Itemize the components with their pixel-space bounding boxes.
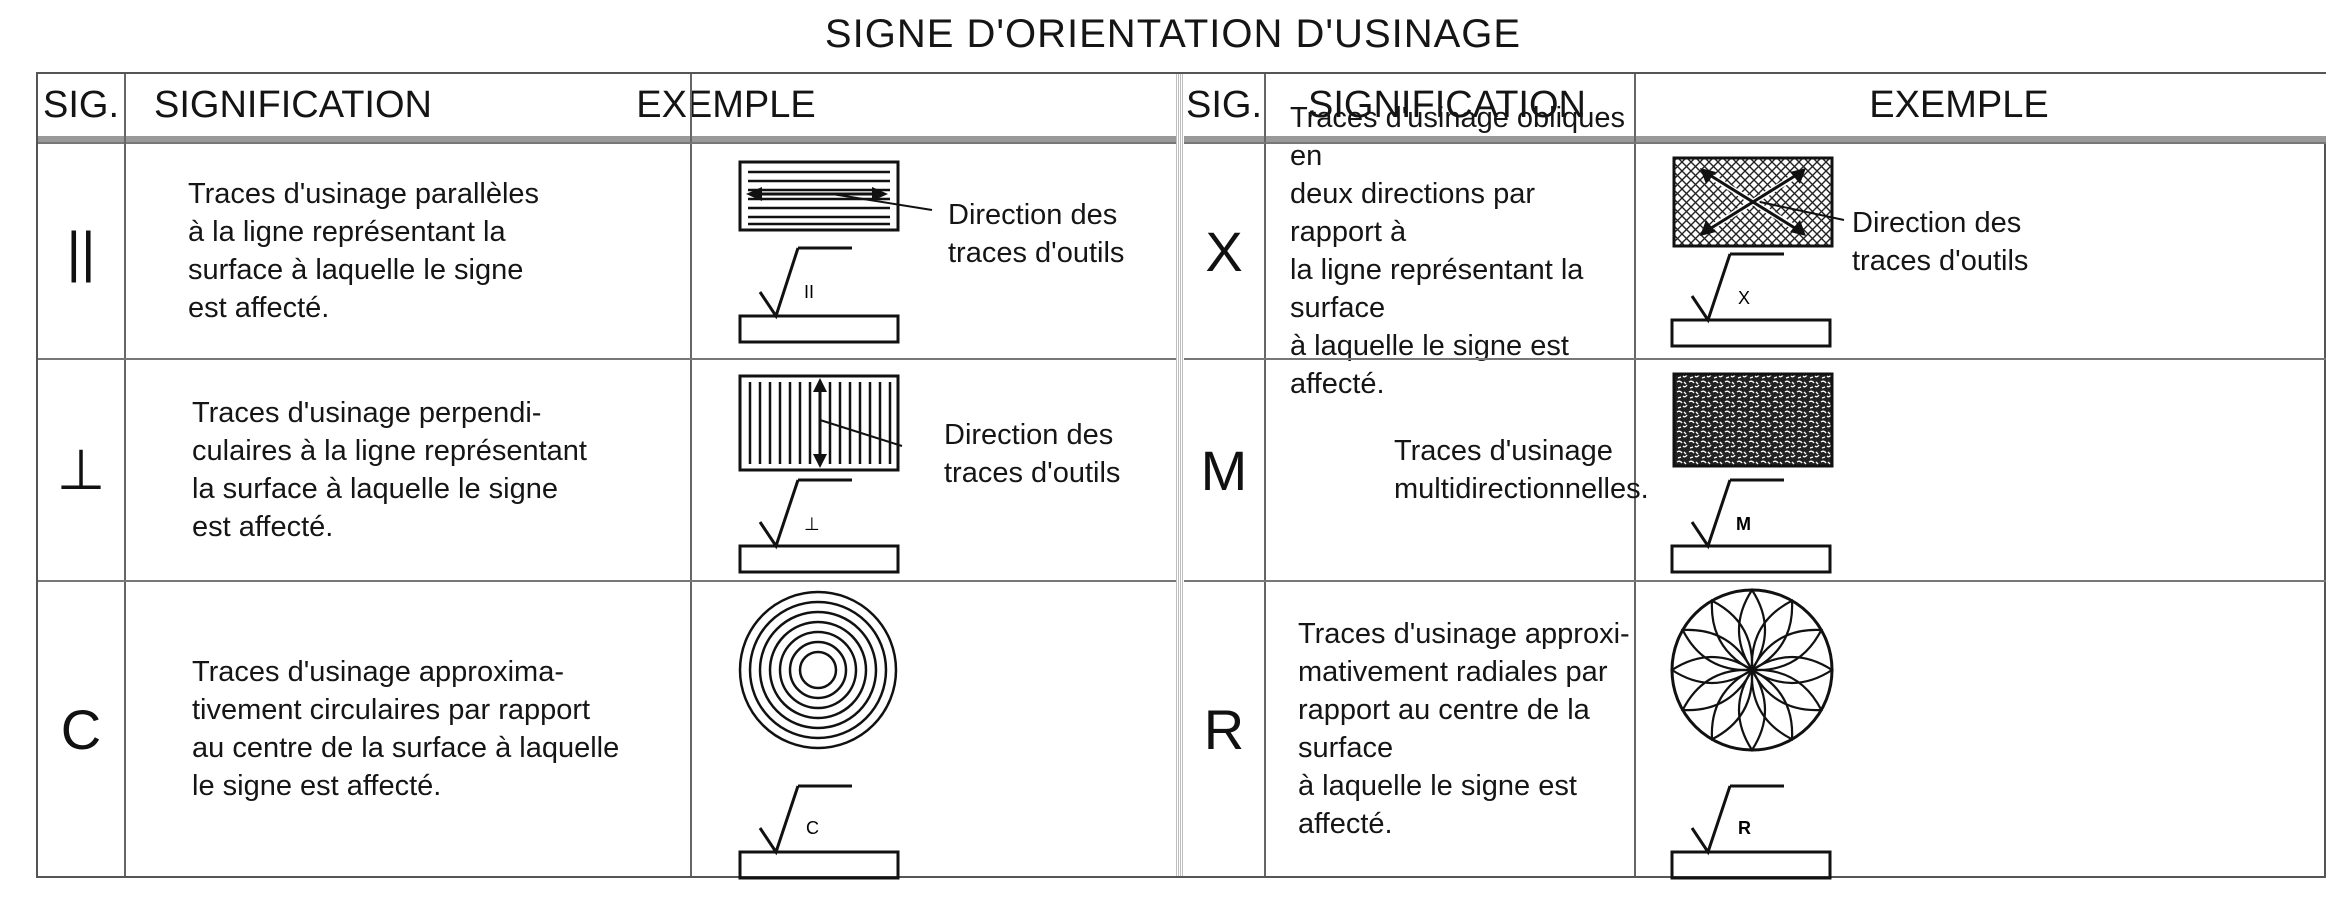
symbol-letter: ⊥ [804, 514, 820, 534]
rosette-petal [1751, 668, 1824, 712]
perpendicular-lines-icon: ⊥ [738, 374, 903, 574]
example-cell: C [692, 582, 1176, 880]
table-row: || Traces d'usinage parallèles à la lign… [38, 142, 1176, 358]
example-cell: X Direction des traces d'outils [1636, 144, 2326, 358]
direction-label: Direction des traces d'outils [948, 199, 1125, 269]
rosette-petal [1669, 655, 1753, 685]
rosette-petal [1750, 598, 1794, 671]
header-exemple: EXEMPLE [636, 84, 816, 126]
table-row: C Traces d'usinage approxima- tivement c… [38, 580, 1176, 880]
symbol-letter: C [806, 818, 819, 838]
sig-symbol: ⊥ [56, 438, 106, 501]
center-divider [1176, 74, 1184, 876]
signification-text: Traces d'usinage parallèles à la ligne r… [188, 178, 540, 324]
example-cell: M [1636, 360, 2326, 580]
crosshatch-icon: X [1670, 156, 1845, 348]
rosette-petal [1751, 628, 1824, 672]
rosette-petal [1737, 669, 1767, 753]
symbol-letter: R [1738, 818, 1751, 838]
signification-text: Traces d'usinage approxi- mativement rad… [1298, 618, 1630, 840]
rosette-petal [1737, 587, 1767, 671]
symbol-letter: X [1738, 288, 1750, 308]
rosette-petal [1680, 628, 1753, 672]
rosette-petal [1710, 598, 1754, 671]
sig-symbol: X [1205, 219, 1243, 283]
signification-text: Traces d'usinage multidirectionnelles. [1394, 435, 1649, 505]
parallel-lines-icon: II [738, 160, 933, 344]
table-left-half: SIG. SIGNIFICATION EXEMPLE || Traces d'u… [38, 74, 1176, 880]
table-row: R Traces d'usinage approxi- mativement r… [1184, 580, 2326, 880]
radial-rosette-icon: R [1669, 587, 1835, 880]
rosette-petal [1750, 669, 1794, 742]
sig-symbol: C [60, 697, 102, 761]
signification-text: Traces d'usinage perpendi- culaires à la… [192, 397, 587, 543]
header-sig: SIG. [1185, 84, 1263, 126]
example-cell: ⊥ Direction des traces d'outils [692, 360, 1176, 580]
header-exemple: EXEMPLE [1869, 84, 2049, 126]
example-cell: II Direction des traces d'outils [692, 144, 1176, 358]
table-row: ⊥ Traces d'usinage perpendi- culaires à … [38, 358, 1176, 580]
rosette-petal [1751, 655, 1835, 685]
symbol-letter: M [1736, 514, 1751, 534]
multidirectional-texture-icon: M [1670, 372, 1834, 574]
header-signification: SIGNIFICATION [1308, 84, 1586, 126]
signification-text: Traces d'usinage approxima- tivement cir… [192, 656, 620, 802]
rosette-petal [1680, 668, 1753, 712]
table-row: X Traces d'usinage obliques en deux dire… [1184, 102, 2326, 400]
table-header-left: SIG. SIGNIFICATION EXEMPLE [38, 74, 1176, 142]
example-cell: R [1636, 582, 2326, 880]
direction-label: Direction des traces d'outils [1852, 207, 2029, 277]
concentric-circles-icon: C [738, 590, 900, 880]
orientation-table: SIG. SIGNIFICATION EXEMPLE || Traces d'u… [36, 72, 2326, 880]
symbol-letter: II [804, 282, 814, 302]
sig-symbol: || [66, 219, 96, 283]
signification-text: Traces d'usinage obliques en deux direct… [1290, 102, 1625, 400]
rosette-petal [1710, 669, 1754, 742]
direction-label: Direction des traces d'outils [944, 419, 1121, 489]
table-header-right: SIG. SIGNIFICATION EXEMPLE [1184, 74, 2326, 142]
sig-symbol: R [1203, 697, 1245, 761]
header-sig: SIG. [42, 84, 120, 126]
page-title: SIGNE D'ORIENTATION D'USINAGE [824, 12, 1522, 56]
table-row: M Traces d'usinage multidirectionnelles.… [1184, 358, 2326, 580]
header-signification: SIGNIFICATION [154, 84, 432, 126]
sig-symbol: M [1200, 438, 1248, 502]
table-right-half: SIG. SIGNIFICATION EXEMPLE X Traces d'us… [1184, 74, 2326, 880]
